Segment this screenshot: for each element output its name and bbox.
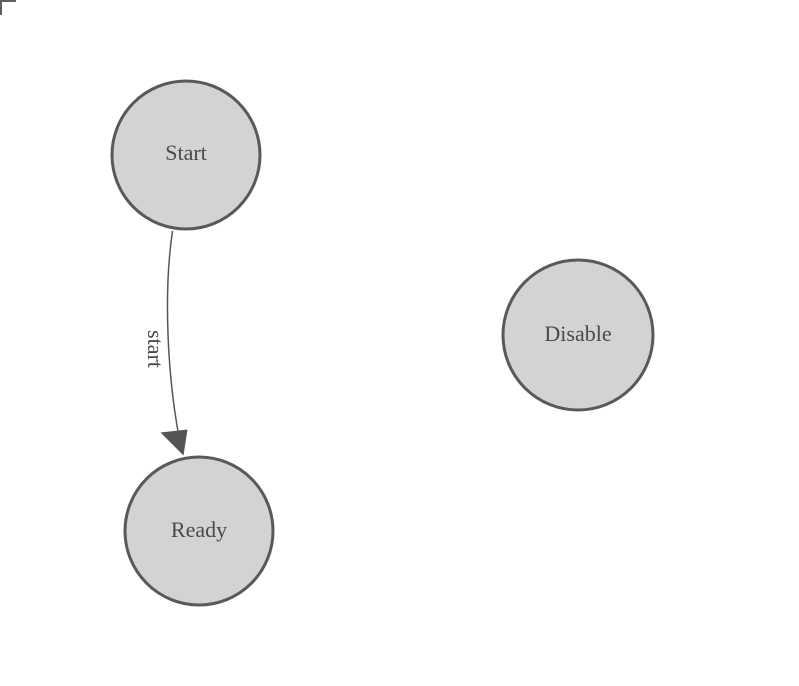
edge-start-to-ready[interactable]: start <box>143 230 188 456</box>
node-disable-circle[interactable] <box>501 258 655 412</box>
node-start-label: Start <box>165 140 207 165</box>
node-ready-circle[interactable] <box>123 455 275 607</box>
node-disable[interactable]: Disable <box>501 258 655 412</box>
edge-path[interactable] <box>166 230 180 438</box>
node-disable-label: Disable <box>544 321 611 346</box>
node-ready[interactable]: Ready <box>123 455 275 607</box>
edge-arrowhead-icon <box>160 429 188 456</box>
node-start-circle[interactable] <box>110 79 262 231</box>
canvas-corner-mark <box>0 0 16 15</box>
edge-label: start <box>143 330 168 368</box>
node-start[interactable]: Start <box>110 79 262 231</box>
node-ready-label: Ready <box>171 517 227 542</box>
